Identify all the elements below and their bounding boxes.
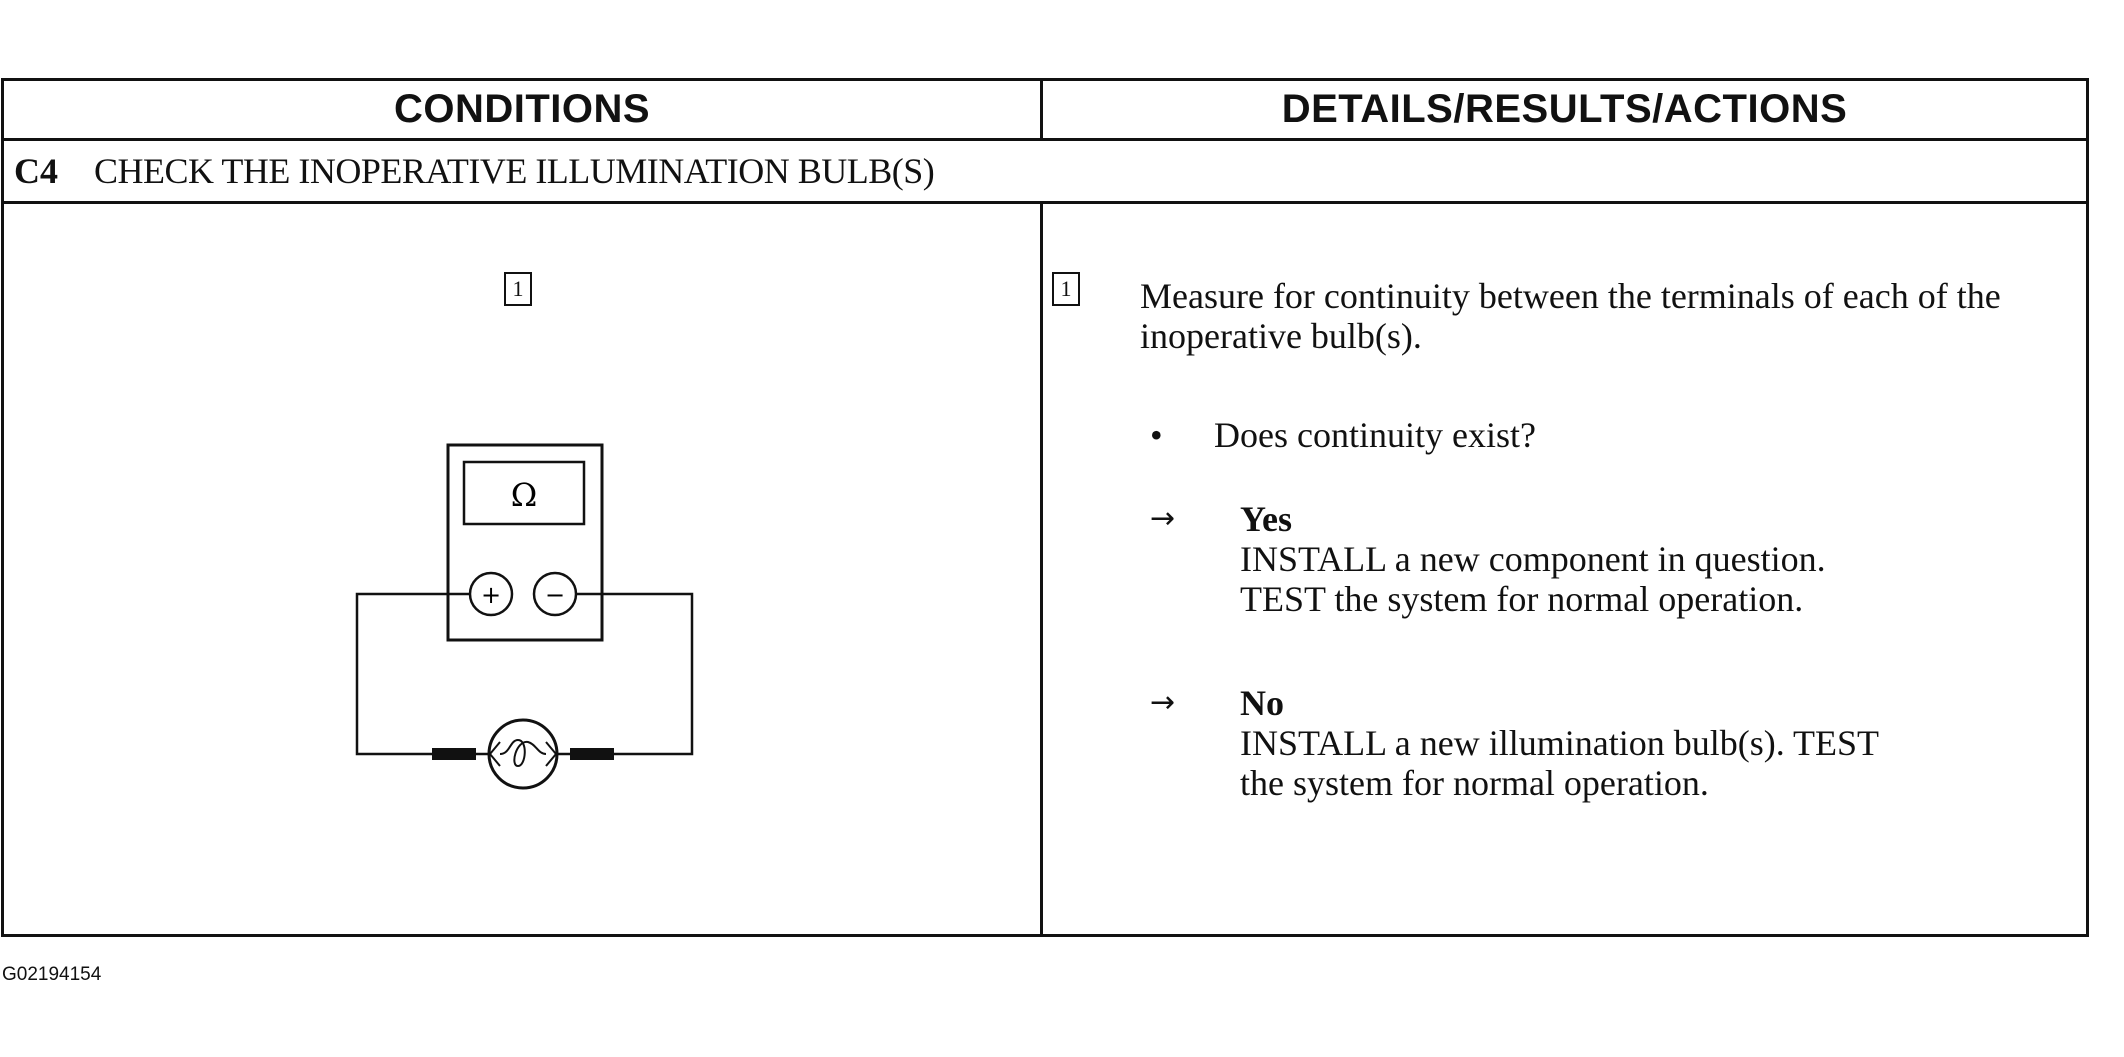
bullet-icon: • (1150, 415, 1163, 455)
ohm-symbol: Ω (511, 476, 538, 514)
left-step-box: 1 (504, 272, 532, 306)
negative-lead (576, 592, 694, 756)
minus-sign: − (545, 581, 565, 609)
step-code: C4 (14, 151, 58, 191)
details-header: DETAILS/RESULTS/ACTIONS (1281, 87, 1848, 131)
no-action-line2: the system for normal operation. (1240, 763, 1709, 803)
negative-probe (570, 748, 614, 760)
body-column-divider (1040, 204, 1043, 937)
no-label: No (1240, 683, 1284, 723)
meter-display (462, 460, 586, 526)
positive-lead (355, 592, 470, 756)
arrow-right-icon: → (1150, 685, 1176, 720)
no-action-line1: INSTALL a new illumination bulb(s). TEST (1240, 723, 1880, 763)
bulb-filament-icon (499, 738, 547, 768)
conditions-header: CONDITIONS (393, 87, 651, 131)
yes-label: Yes (1240, 499, 1292, 539)
plus-sign: + (481, 581, 501, 609)
right-step-box: 1 (1052, 272, 1080, 306)
result-no: → No INSTALL a new illumination bulb(s).… (1150, 683, 1879, 803)
step-title: CHECK THE INOPERATIVE ILLUMINATION BULB(… (94, 151, 935, 191)
ohmmeter-circuit-diagram: Ω + − (355, 443, 694, 790)
procedure-table: CONDITIONS DETAILS/RESULTS/ACTIONS C4 CH… (1, 78, 2089, 937)
figure-code: G02194154 (2, 964, 102, 985)
yes-action-line2: TEST the system for normal operation. (1240, 579, 1804, 619)
step-title-row: C4 CHECK THE INOPERATIVE ILLUMINATION BU… (4, 141, 2086, 204)
arrow-right-icon: → (1150, 501, 1176, 536)
header-column-divider (1040, 81, 1043, 141)
question-bullet: • Does continuity exist? (1150, 414, 1536, 456)
yes-action-line1: INSTALL a new component in question. (1240, 539, 1826, 579)
question-text: Does continuity exist? (1214, 415, 1536, 455)
positive-probe (432, 748, 476, 760)
bulb-connector-icon (489, 741, 557, 767)
meter-body (446, 443, 604, 642)
table-header-row: CONDITIONS DETAILS/RESULTS/ACTIONS (4, 81, 2086, 141)
instruction-text: Measure for continuity between the termi… (1140, 276, 2001, 356)
result-yes: → Yes INSTALL a new component in questio… (1150, 499, 1826, 619)
bulb-icon (487, 718, 559, 790)
